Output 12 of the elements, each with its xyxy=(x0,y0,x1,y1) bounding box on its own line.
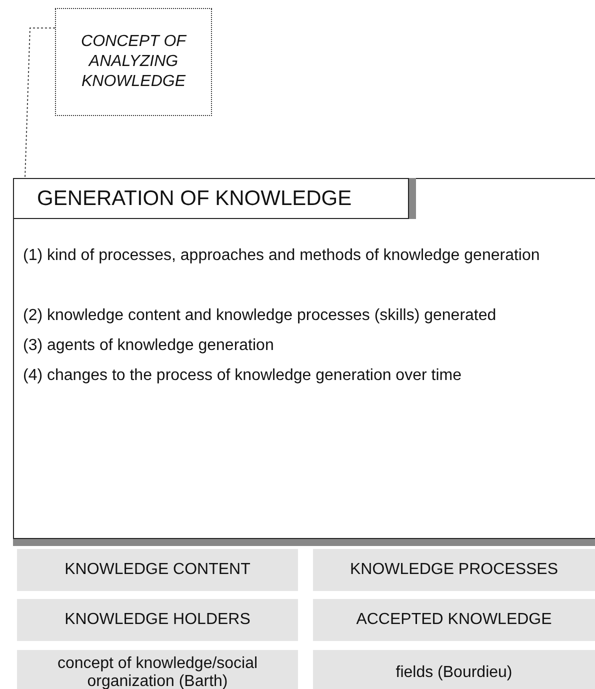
category-box: fields (Bourdieu) xyxy=(313,650,595,689)
dotted-box: CONCEPT OF ANALYZING KNOWLEDGE xyxy=(55,8,212,116)
list-item: (3) agents of knowledge generation xyxy=(23,336,275,356)
list-item: (4) changes to the process of knowledge generation over time xyxy=(23,366,462,386)
list-item: (1) kind of processes, approaches and methods of knowledge generation xyxy=(23,246,541,266)
category-box: KNOWLEDGE PROCESSES xyxy=(313,549,595,591)
category-box: concept of knowledge/social organization (Barth) xyxy=(17,650,298,689)
list-item: (2) knowledge content and knowledge processes (skills) generated xyxy=(23,306,498,326)
category-box: KNOWLEDGE HOLDERS xyxy=(17,599,298,641)
connector-line xyxy=(24,28,56,178)
category-box: KNOWLEDGE CONTENT xyxy=(17,549,298,591)
category-box: ACCEPTED KNOWLEDGE xyxy=(313,599,595,641)
